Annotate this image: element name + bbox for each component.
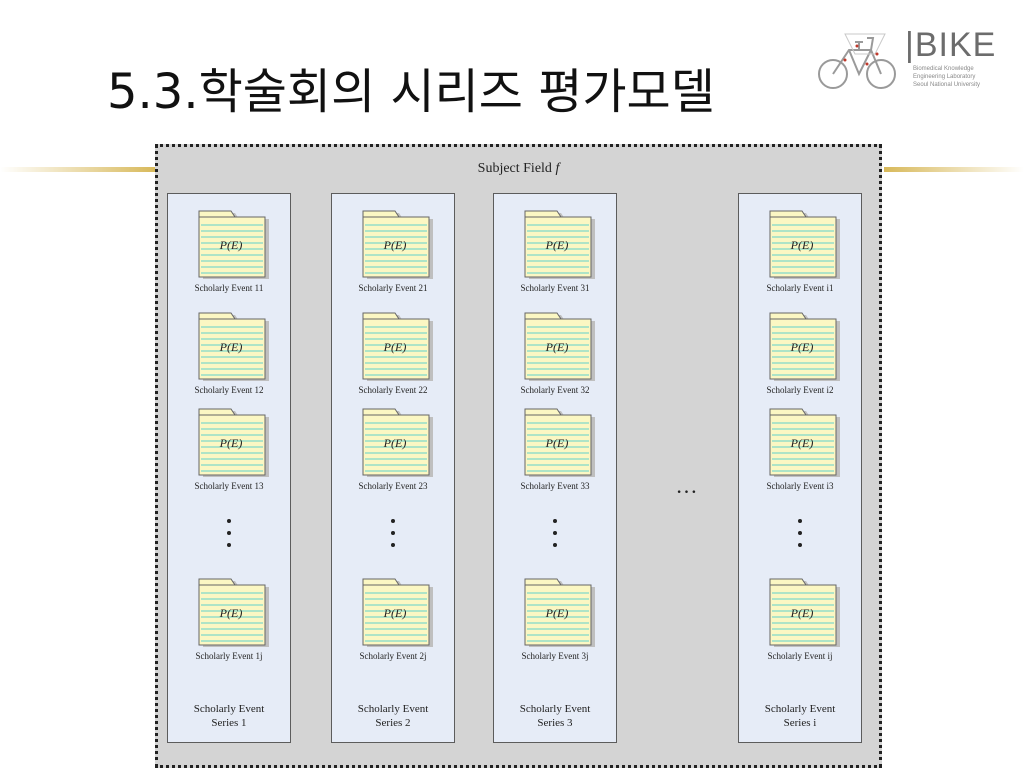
event-label: Scholarly Event 3j: [521, 651, 589, 661]
series-column: P(E) Scholarly Event i1 P(E) Scholarly E…: [738, 193, 862, 743]
subject-field-title: Subject Field f: [158, 161, 879, 177]
probability-label: P(E): [219, 340, 243, 354]
probability-label: P(E): [219, 606, 243, 620]
probability-label: P(E): [219, 238, 243, 252]
logo-subline: Seoul National University: [913, 82, 981, 88]
event-label: Scholarly Event i2: [766, 385, 834, 395]
vertical-ellipsis: [494, 519, 616, 551]
folder-icon: [198, 578, 269, 647]
scholarly-event: P(E) Scholarly Event 21: [332, 209, 454, 299]
event-label: Scholarly Event 11: [194, 283, 264, 293]
bicycle-icon: [818, 33, 896, 89]
series-label-line: Scholarly Event: [519, 703, 591, 715]
event-label: Scholarly Event 2j: [359, 651, 427, 661]
probability-label: P(E): [790, 238, 814, 252]
folder-icon: [362, 578, 433, 647]
logo-wordmark: |BIKE: [905, 26, 997, 64]
vertical-ellipsis: [332, 519, 454, 551]
scholarly-event: P(E) Scholarly Event 13: [168, 407, 290, 497]
series-label-line: Scholarly Event: [193, 703, 265, 715]
scholarly-event: P(E) Scholarly Event i3: [739, 407, 861, 497]
subject-field-variable: f: [555, 161, 560, 176]
probability-label: P(E): [545, 436, 569, 450]
series-label-line: Series 2: [375, 717, 411, 729]
title-rule-right: [884, 167, 1024, 172]
logo-subline: Biomedical Knowledge: [913, 66, 974, 72]
scholarly-event: P(E) Scholarly Event i1: [739, 209, 861, 299]
series-label: Scholarly Event Series i: [739, 702, 861, 730]
more-series-ellipsis: …: [675, 473, 699, 498]
series-label-line: Scholarly Event: [357, 703, 429, 715]
probability-label: P(E): [545, 238, 569, 252]
series-label-line: Series i: [783, 717, 817, 729]
probability-label: P(E): [545, 340, 569, 354]
series-label-line: Series 3: [537, 717, 573, 729]
event-label: Scholarly Event 33: [520, 481, 590, 491]
event-label: Scholarly Event 1j: [195, 651, 263, 661]
event-label: Scholarly Event 32: [520, 385, 590, 395]
folder-icon: [362, 408, 433, 477]
series-label: Scholarly Event Series 3: [494, 702, 616, 730]
folder-icon: [198, 312, 269, 381]
series-column: P(E) Scholarly Event 31 P(E) Scholarly E…: [493, 193, 617, 743]
scholarly-event: P(E) Scholarly Event 12: [168, 311, 290, 401]
scholarly-event: P(E) Scholarly Event 2j: [332, 577, 454, 667]
scholarly-event: P(E) Scholarly Event 31: [494, 209, 616, 299]
folder-icon: [198, 210, 269, 279]
folder-icon: [362, 210, 433, 279]
series-column: P(E) Scholarly Event 11 P(E) Scholarly E…: [167, 193, 291, 743]
probability-label: P(E): [219, 436, 243, 450]
scholarly-event: P(E) Scholarly Event ij: [739, 577, 861, 667]
folder-icon: [769, 210, 840, 279]
scholarly-event: P(E) Scholarly Event 11: [168, 209, 290, 299]
folder-icon: [362, 312, 433, 381]
title-rule-left: [0, 167, 156, 172]
folder-icon: [198, 408, 269, 477]
folder-icon: [769, 578, 840, 647]
series-column: P(E) Scholarly Event 21 P(E) Scholarly E…: [331, 193, 455, 743]
event-label: Scholarly Event ij: [767, 651, 833, 661]
event-label: Scholarly Event 31: [520, 283, 590, 293]
vertical-ellipsis: [168, 519, 290, 551]
event-label: Scholarly Event 12: [194, 385, 264, 395]
series-label: Scholarly Event Series 1: [168, 702, 290, 730]
event-label: Scholarly Event 21: [358, 283, 428, 293]
event-label: Scholarly Event 22: [358, 385, 428, 395]
logo-subline: Engineering Laboratory: [913, 74, 976, 80]
probability-label: P(E): [790, 436, 814, 450]
scholarly-event: P(E) Scholarly Event 32: [494, 311, 616, 401]
probability-label: P(E): [383, 606, 407, 620]
probability-label: P(E): [383, 238, 407, 252]
subject-field-label: Subject Field: [477, 161, 552, 176]
series-label-line: Scholarly Event: [764, 703, 836, 715]
event-label: Scholarly Event i1: [766, 283, 834, 293]
series-label: Scholarly Event Series 2: [332, 702, 454, 730]
event-label: Scholarly Event 13: [194, 481, 264, 491]
lab-logo: |BIKE Biomedical Knowledge Engineering L…: [815, 24, 1005, 100]
probability-label: P(E): [790, 340, 814, 354]
series-label-line: Series 1: [211, 717, 247, 729]
scholarly-event: P(E) Scholarly Event 23: [332, 407, 454, 497]
slide-title: 5.3.학술회의 시리즈 평가모델: [107, 64, 715, 120]
probability-label: P(E): [383, 340, 407, 354]
scholarly-event: P(E) Scholarly Event 33: [494, 407, 616, 497]
folder-icon: [769, 312, 840, 381]
folder-icon: [524, 312, 595, 381]
scholarly-event: P(E) Scholarly Event i2: [739, 311, 861, 401]
probability-label: P(E): [545, 606, 569, 620]
scholarly-event: P(E) Scholarly Event 1j: [168, 577, 290, 667]
scholarly-event: P(E) Scholarly Event 22: [332, 311, 454, 401]
event-label: Scholarly Event i3: [766, 481, 834, 491]
folder-icon: [524, 578, 595, 647]
folder-icon: [524, 408, 595, 477]
folder-icon: [769, 408, 840, 477]
probability-label: P(E): [790, 606, 814, 620]
probability-label: P(E): [383, 436, 407, 450]
scholarly-event: P(E) Scholarly Event 3j: [494, 577, 616, 667]
folder-icon: [524, 210, 595, 279]
vertical-ellipsis: [739, 519, 861, 551]
subject-field-box: Subject Field f P(E) Scholarly Event 11: [155, 144, 882, 768]
event-label: Scholarly Event 23: [358, 481, 428, 491]
